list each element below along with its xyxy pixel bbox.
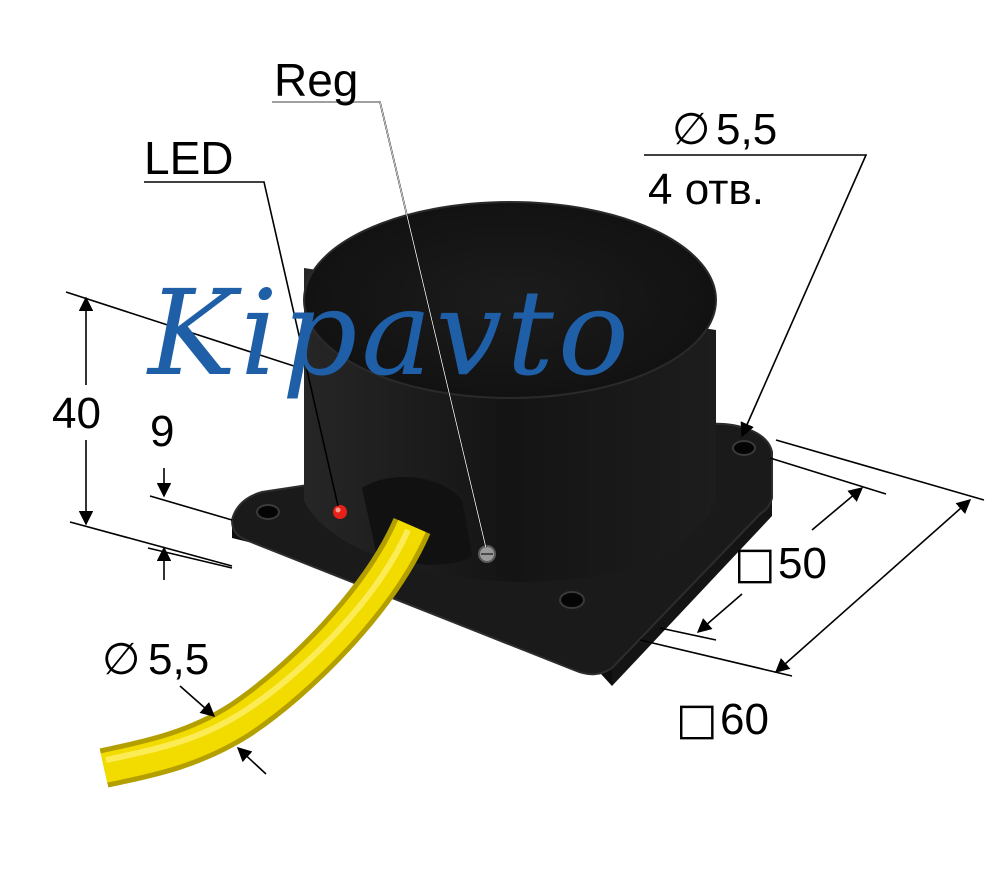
diameter-symbol-icon: ∅ <box>672 104 710 155</box>
label-hole-diameter: 5,5 <box>716 105 777 154</box>
diameter-symbol-icon: ∅ <box>102 634 140 685</box>
label-height-total: 40 <box>52 389 101 438</box>
led-indicator-icon <box>333 505 347 519</box>
dimension-lines <box>65 291 985 775</box>
mounting-hole-icon <box>559 591 585 609</box>
label-reg: Reg <box>274 54 358 106</box>
leader-lines <box>144 101 868 549</box>
mounting-hole-icon <box>732 440 756 456</box>
watermark-logo: Kipavto <box>146 264 633 402</box>
cylinder-top <box>303 201 717 399</box>
label-cable-diameter: 5,5 <box>148 635 209 684</box>
square-symbol-icon: □ <box>734 538 776 589</box>
label-inner-square: 50 <box>778 539 827 588</box>
sensor-cylinder <box>303 201 717 582</box>
label-hole-count: 4 отв. <box>648 165 764 214</box>
label-outer-square: 60 <box>720 695 769 744</box>
label-height-base: 9 <box>150 407 174 456</box>
label-led: LED <box>144 132 233 184</box>
square-symbol-icon: □ <box>676 694 718 745</box>
mounting-hole-icon <box>256 504 280 520</box>
